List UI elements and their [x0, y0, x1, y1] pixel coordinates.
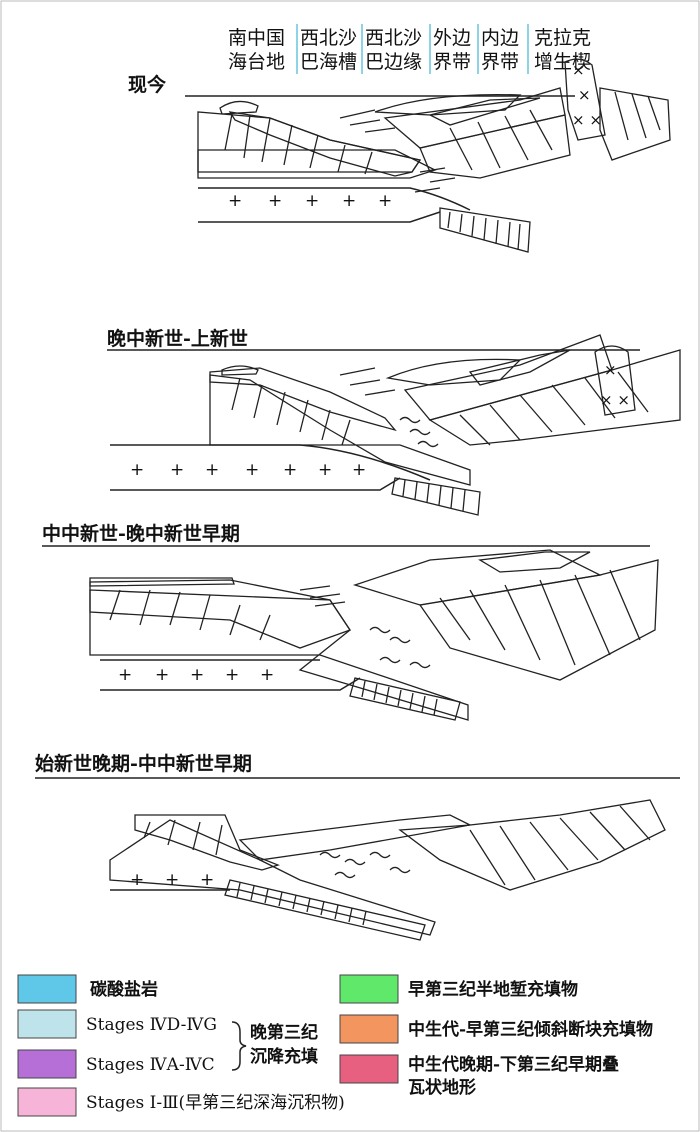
zone-label-2-line2: 巴海槽 [300, 51, 357, 73]
svg-text:×: × [572, 61, 585, 79]
zone-label-1-line1: 南中国 [228, 27, 285, 49]
legend: 碳酸盐岩 Stages ⅣD-ⅣG Stages ⅣA-ⅣC 晚第三纪 沉降充填… [17, 974, 653, 1117]
legend-brace-label-1: 晚第三纪 [250, 1022, 318, 1043]
svg-text:+: + [170, 460, 184, 480]
svg-text:+: + [268, 191, 282, 211]
zone-label-5-line1: 内边 [481, 27, 519, 49]
zone-label-2-line1: 西北沙 [300, 27, 357, 49]
stage-label-middle-miocene: 中中新世-晚中新世早期 [42, 522, 240, 545]
svg-text:+: + [318, 460, 332, 480]
svg-text:+: + [205, 460, 219, 480]
legend-swatch-imbricate [339, 1054, 399, 1084]
zone-label-5-line2: 界带 [481, 51, 519, 73]
zone-label-3-line1: 西北沙 [365, 27, 422, 49]
svg-text:+: + [228, 191, 242, 211]
section-late-miocene-pliocene: 晚中新世-上新世 × × × + + + + + + + [107, 327, 681, 516]
svg-text:×: × [578, 86, 591, 104]
svg-text:+: + [200, 870, 214, 890]
section-late-eocene: 始新世晚期-中中新世早期 + + + [35, 752, 680, 941]
stage-label-late-eocene: 始新世晚期-中中新世早期 [35, 752, 252, 775]
legend-label-carbonate: 碳酸盐岩 [90, 979, 158, 1000]
legend-swatch-half-graben [339, 974, 399, 1004]
zone-label-6-line1: 克拉克 [534, 27, 591, 49]
svg-text:+: + [190, 665, 204, 685]
legend-brace [231, 1021, 247, 1071]
legend-brace-label-2: 沉降充填 [250, 1046, 318, 1067]
svg-text:+: + [155, 665, 169, 685]
legend-swatch-carbonate [17, 974, 77, 1004]
legend-swatch-ivd-ivg [17, 1009, 77, 1039]
legend-label-imbricate-2: 瓦状地形 [408, 1077, 476, 1098]
svg-text:× ×: × × [600, 391, 630, 409]
stage-label-present: 现今 [128, 73, 166, 96]
svg-text:× ×: × × [572, 111, 602, 129]
legend-label-ivd-ivg: Stages ⅣD-ⅣG [86, 1015, 217, 1035]
svg-text:+: + [378, 191, 392, 211]
svg-text:×: × [604, 361, 617, 379]
stage-label-late-miocene-pliocene: 晚中新世-上新世 [107, 327, 248, 350]
svg-text:+: + [118, 665, 132, 685]
svg-text:+: + [165, 870, 179, 890]
svg-text:+: + [352, 460, 366, 480]
legend-swatch-stages-1-3 [17, 1087, 77, 1117]
legend-swatch-iva-ivc [17, 1049, 77, 1079]
svg-text:+: + [225, 665, 239, 685]
legend-label-tilted-block: 中生代-早第三纪倾斜断块充填物 [408, 1019, 653, 1040]
zone-label-4-line2: 界带 [433, 51, 471, 73]
section-middle-miocene: 中中新世-晚中新世早期 + + + + + [42, 522, 659, 721]
zone-label-6-line2: 增生楔 [534, 51, 591, 73]
legend-label-iva-ivc: Stages ⅣA-ⅣC [86, 1055, 215, 1075]
svg-text:+: + [260, 665, 274, 685]
zone-header: 南中国 海台地 西北沙 巴海槽 西北沙 巴边缘 外边 界带 内边 界带 克拉克 … [228, 24, 591, 74]
svg-text:+: + [245, 460, 259, 480]
zone-label-3-line2: 巴边缘 [365, 51, 422, 73]
legend-label-stages-1-3: Stages Ⅰ-Ⅲ(早第三纪深海沉积物) [86, 1093, 345, 1113]
svg-text:+: + [130, 870, 144, 890]
legend-swatch-tilted-block [339, 1014, 399, 1044]
legend-label-imbricate-1: 中生代晚期-下第三纪早期叠 [408, 1054, 619, 1075]
svg-text:+: + [305, 191, 319, 211]
svg-text:+: + [283, 460, 297, 480]
section-present: 现今 × × × × + + + + + [128, 58, 671, 253]
svg-text:+: + [342, 191, 356, 211]
legend-label-half-graben: 早第三纪半地堑充填物 [408, 979, 578, 1000]
zone-label-4-line1: 外边 [433, 27, 471, 49]
svg-text:+: + [130, 460, 144, 480]
zone-label-1-line2: 海台地 [228, 51, 285, 73]
